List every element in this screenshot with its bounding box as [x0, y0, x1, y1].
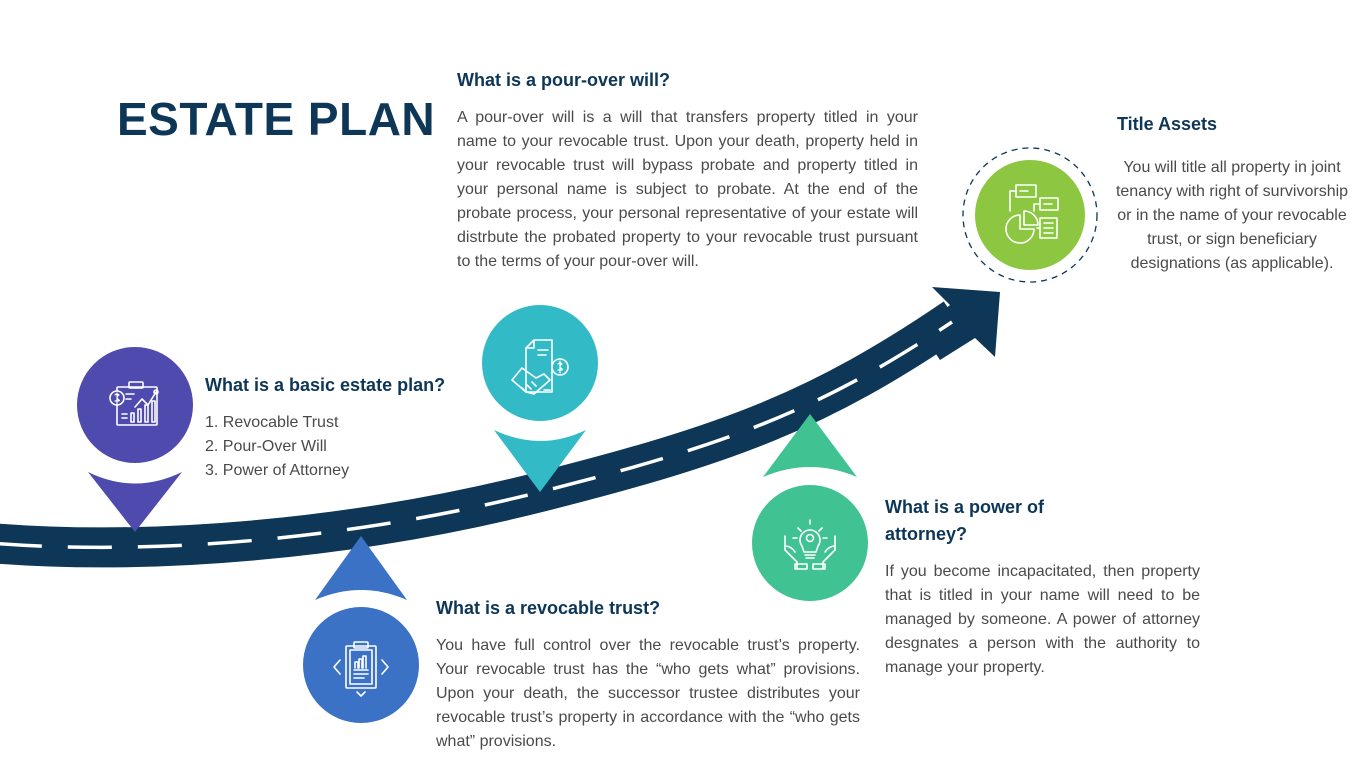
- road-lane-dashes: [0, 320, 953, 550]
- power-of-attorney-heading: What is a power of attorney?: [885, 497, 1045, 544]
- pin-circle: [77, 347, 193, 463]
- badge-title-assets: [955, 140, 1105, 290]
- pin-revocable-trust: [303, 536, 419, 723]
- basic-plan-list: 1. Revocable Trust 2. Pour-Over Will 3. …: [205, 411, 475, 483]
- list-item: 2. Pour-Over Will: [205, 438, 327, 455]
- hands-lightbulb-icon: [784, 519, 836, 570]
- pour-over-will-body: A pour-over will is a will that transfer…: [457, 109, 918, 270]
- road-arrowhead: [920, 287, 1000, 360]
- list-item: 1. Revocable Trust: [205, 414, 339, 431]
- documents-pie-chart-icon: [1005, 184, 1059, 244]
- financial-report-icon: [109, 381, 159, 426]
- pin-pointer: [494, 430, 586, 492]
- revocable-trust-heading: What is a revocable trust?: [436, 598, 661, 618]
- badge-circle: [975, 160, 1085, 270]
- pin-power-of-attorney: [752, 414, 868, 601]
- title-assets-body: You will title all property in joint ten…: [1115, 159, 1349, 272]
- revocable-trust-body: You have full control over the revocable…: [436, 637, 860, 750]
- pin-pointer: [88, 472, 182, 532]
- list-item: 3. Power of Attorney: [205, 462, 350, 479]
- pin-circle: [482, 305, 598, 421]
- basic-plan-heading: What is a basic estate plan?: [205, 375, 446, 395]
- pin-circle: [303, 607, 419, 723]
- pour-over-will-section: What is a pour-over will? A pour-over wi…: [457, 67, 918, 274]
- pin-basic-plan: [77, 347, 193, 532]
- pour-over-will-heading: What is a pour-over will?: [457, 70, 671, 90]
- title-assets-heading: Title Assets: [1117, 114, 1218, 134]
- power-of-attorney-section: What is a power of attorney? If you beco…: [885, 494, 1200, 680]
- clipboard-chart-icon: [333, 641, 389, 697]
- pin-pour-over-will: [482, 305, 598, 492]
- power-of-attorney-body: If you become incapacitated, then proper…: [885, 563, 1200, 676]
- pin-pointer: [763, 414, 857, 477]
- revocable-trust-section: What is a revocable trust? You have full…: [436, 595, 860, 754]
- pin-pointer: [315, 536, 407, 600]
- handshake-contract-icon: [511, 339, 569, 395]
- page-title: ESTATE PLAN: [117, 93, 436, 145]
- pin-circle: [752, 485, 868, 601]
- basic-plan-section: What is a basic estate plan? 1. Revocabl…: [205, 372, 475, 483]
